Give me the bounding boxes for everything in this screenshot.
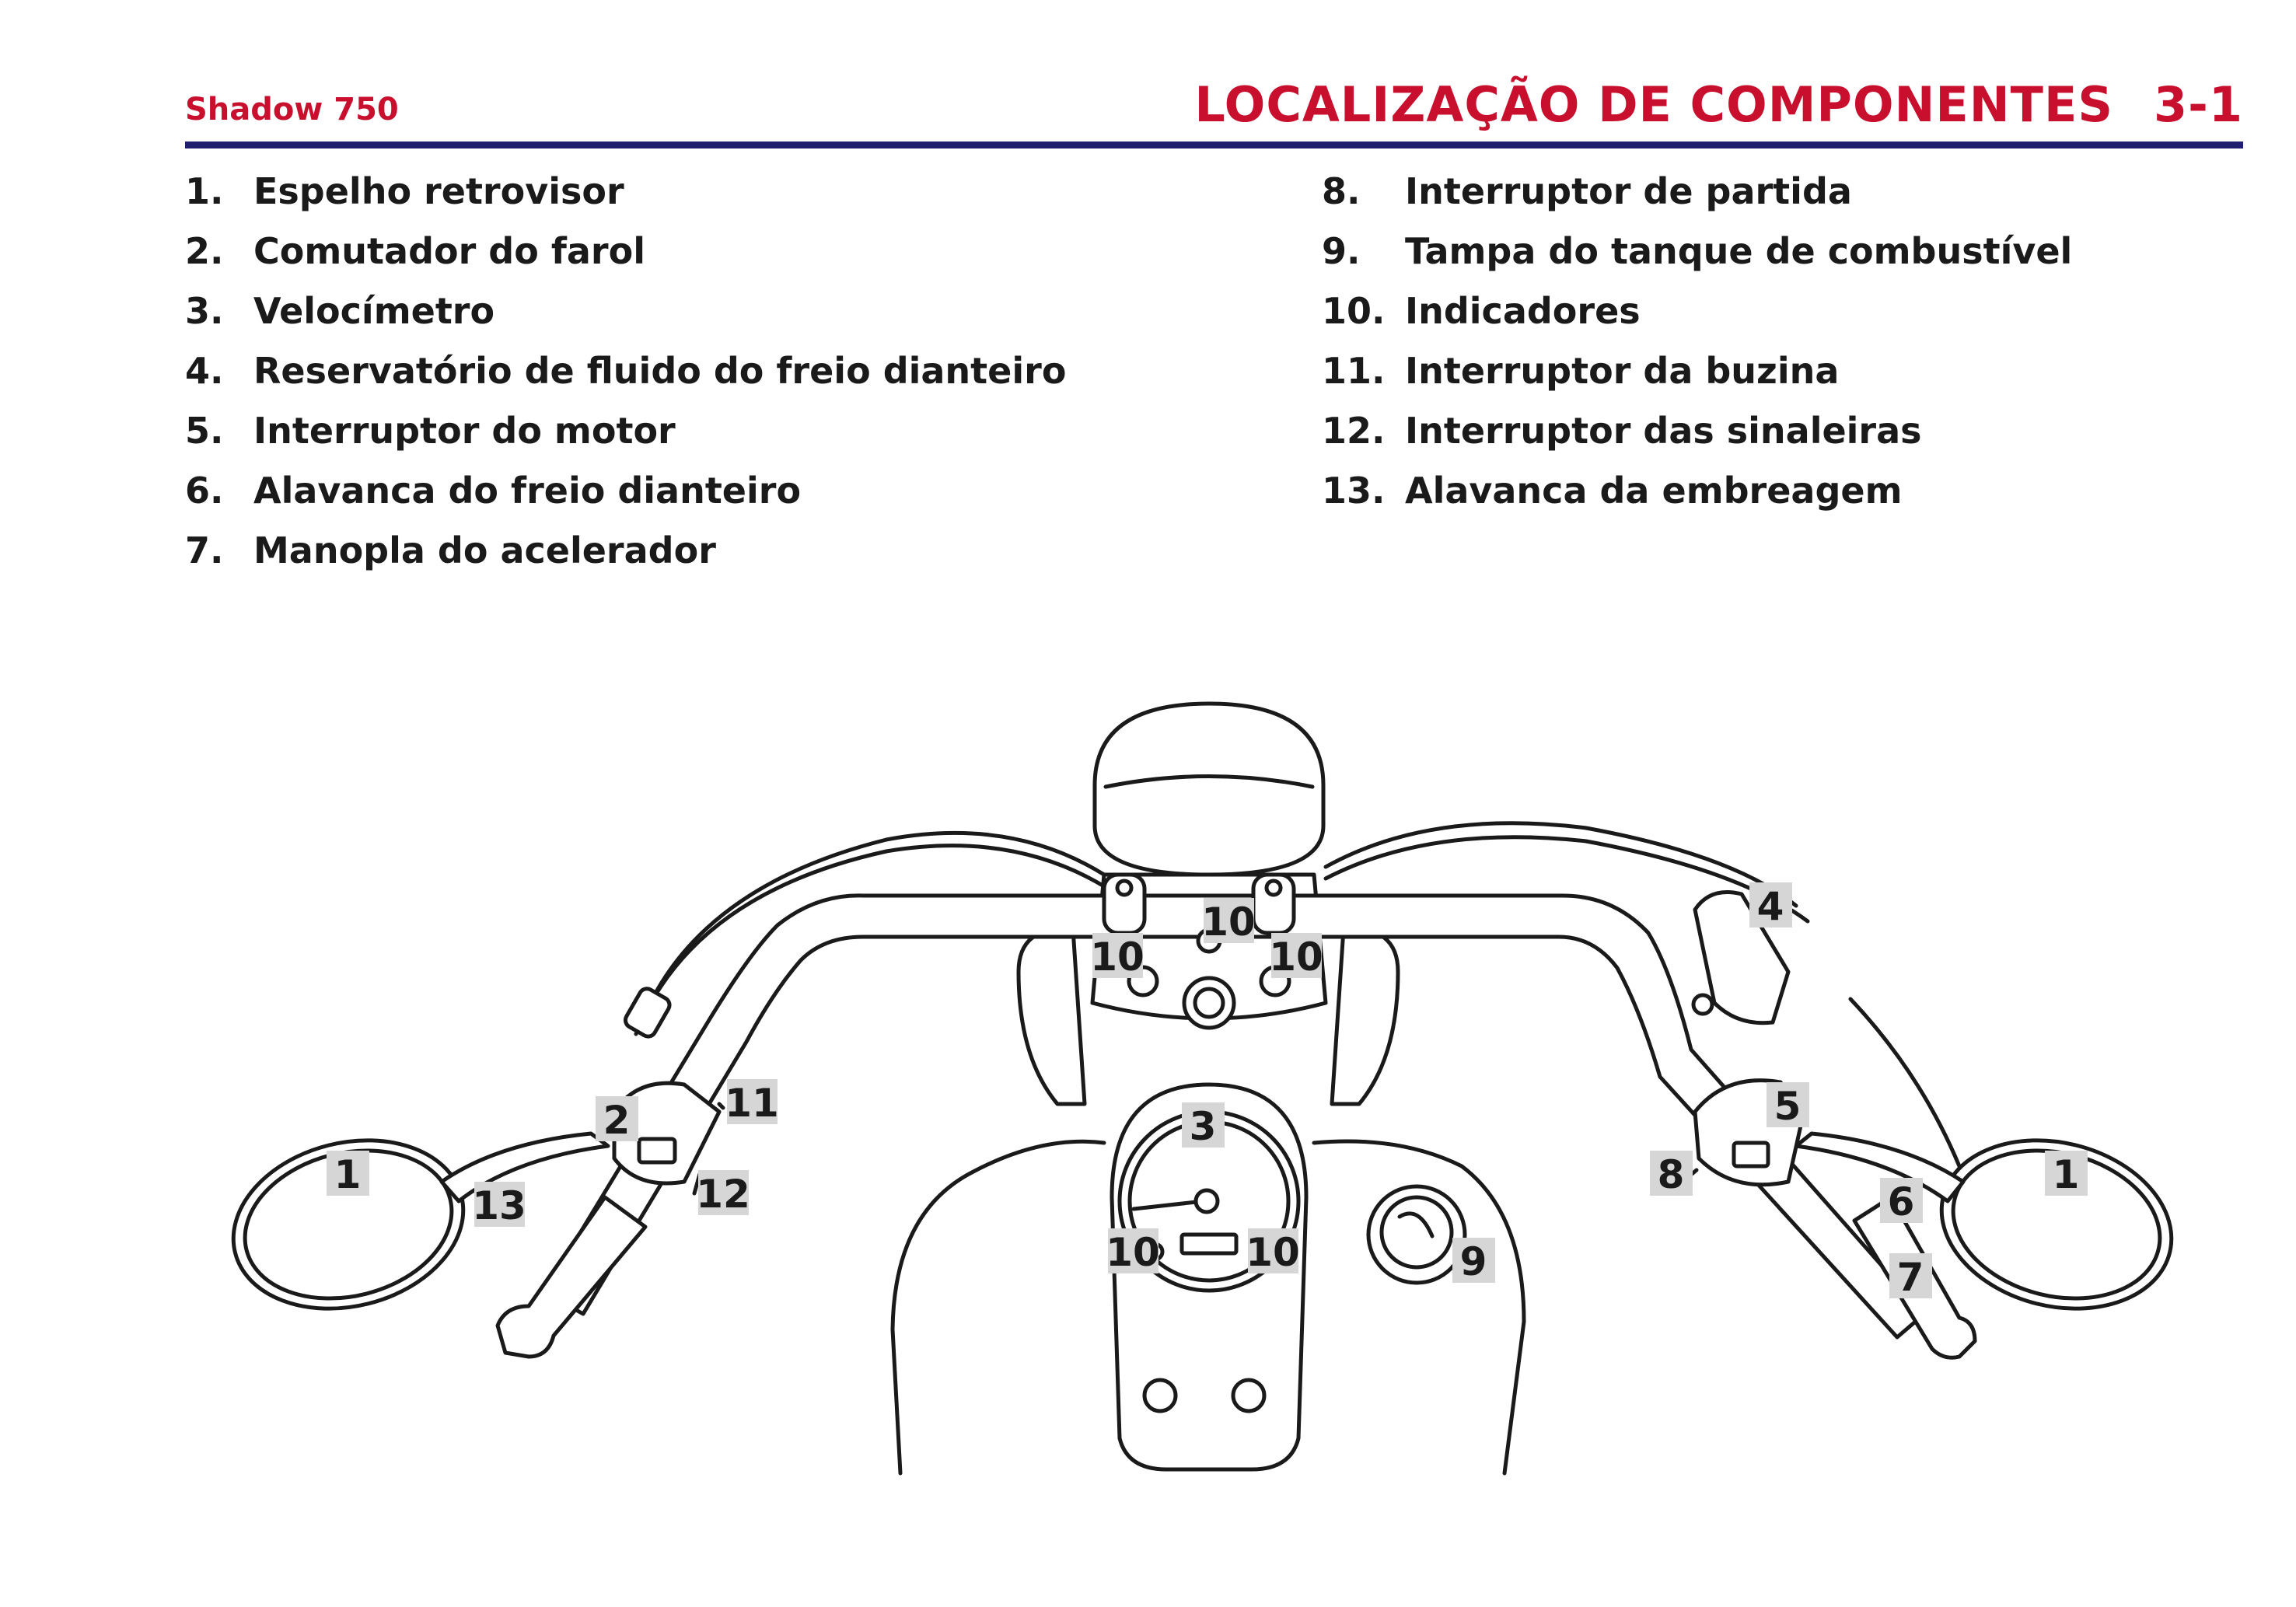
list-item: 3.Velocímetro bbox=[185, 281, 1066, 341]
header-rule bbox=[185, 141, 2243, 148]
headlight-icon bbox=[1095, 704, 1323, 875]
list-item: 8.Interruptor de partida bbox=[1322, 162, 2072, 222]
list-item: 10.Indicadores bbox=[1322, 281, 2072, 341]
svg-text:10: 10 bbox=[1246, 1230, 1300, 1275]
callout-indicator-top-center: 10 bbox=[1201, 898, 1256, 945]
list-item: 12.Interruptor das sinaleiras bbox=[1322, 401, 2072, 461]
callout-start-button: 8 bbox=[1650, 1151, 1693, 1197]
svg-text:4: 4 bbox=[1757, 884, 1784, 929]
svg-text:10: 10 bbox=[1106, 1230, 1160, 1275]
component-list-right: 8.Interruptor de partida 9.Tampa do tanq… bbox=[1322, 162, 2072, 521]
list-item: 11.Interruptor da buzina bbox=[1322, 341, 2072, 401]
callout-turn-signal-switch: 12 bbox=[696, 1170, 750, 1217]
item-number: 11. bbox=[1322, 341, 1405, 401]
item-label: Alavanca do freio dianteiro bbox=[253, 470, 801, 512]
item-number: 2. bbox=[185, 222, 253, 281]
callout-clutch-lever: 13 bbox=[472, 1182, 526, 1228]
item-label: Velocímetro bbox=[253, 290, 494, 332]
svg-text:8: 8 bbox=[1658, 1152, 1685, 1197]
callout-indicator-top-left: 10 bbox=[1090, 933, 1145, 980]
item-number: 12. bbox=[1322, 401, 1405, 461]
svg-text:2: 2 bbox=[603, 1098, 631, 1143]
svg-text:1: 1 bbox=[2053, 1152, 2080, 1197]
svg-text:10: 10 bbox=[1090, 935, 1145, 980]
callout-fuel-cap: 9 bbox=[1452, 1238, 1495, 1284]
handlebar-diagram: 1 13 2 11 12 10 10 10 3 10 10 9 4 5 8 6 … bbox=[0, 661, 2296, 1555]
svg-text:9: 9 bbox=[1460, 1239, 1487, 1284]
right-switch-housing-icon bbox=[1693, 893, 1804, 1185]
item-label: Interruptor de partida bbox=[1405, 170, 1852, 212]
svg-text:11: 11 bbox=[725, 1081, 779, 1126]
svg-text:12: 12 bbox=[696, 1172, 750, 1217]
item-label: Interruptor do motor bbox=[253, 410, 676, 452]
component-list-left: 1.Espelho retrovisor 2.Comutador do faro… bbox=[185, 162, 1066, 581]
item-label: Comutador do farol bbox=[253, 230, 645, 272]
callout-throttle-grip: 7 bbox=[1889, 1253, 1932, 1300]
callout-mirror-left: 1 bbox=[327, 1151, 369, 1197]
svg-text:5: 5 bbox=[1774, 1084, 1802, 1129]
callout-indicator-top-right: 10 bbox=[1269, 933, 1323, 980]
item-number: 5. bbox=[185, 401, 253, 461]
list-item: 6.Alavanca do freio dianteiro bbox=[185, 461, 1066, 521]
item-number: 9. bbox=[1322, 222, 1405, 281]
model-name: Shadow 750 bbox=[185, 92, 399, 128]
callout-indicator-gauge-left: 10 bbox=[1106, 1228, 1160, 1275]
list-item: 2.Comutador do farol bbox=[185, 222, 1066, 281]
item-number: 7. bbox=[185, 521, 253, 581]
item-label: Interruptor das sinaleiras bbox=[1405, 410, 1922, 452]
svg-text:10: 10 bbox=[1269, 935, 1323, 980]
callout-speedometer: 3 bbox=[1182, 1102, 1225, 1149]
callout-brake-reservoir: 4 bbox=[1749, 882, 1792, 929]
item-label: Tampa do tanque de combustível bbox=[1405, 230, 2072, 272]
list-item: 13.Alavanca da embreagem bbox=[1322, 461, 2072, 521]
callout-indicator-gauge-right: 10 bbox=[1246, 1228, 1300, 1275]
item-number: 1. bbox=[185, 162, 253, 222]
item-number: 13. bbox=[1322, 461, 1405, 521]
svg-text:10: 10 bbox=[1201, 900, 1256, 945]
section-title: LOCALIZAÇÃO DE COMPONENTES bbox=[1194, 76, 2113, 133]
callout-brake-lever: 6 bbox=[1880, 1178, 1923, 1224]
item-number: 8. bbox=[1322, 162, 1405, 222]
section-header: LOCALIZAÇÃO DE COMPONENTES 3-1 bbox=[1194, 76, 2243, 133]
callout-dimmer-switch: 2 bbox=[596, 1096, 638, 1143]
callout-engine-stop-switch: 5 bbox=[1767, 1082, 1809, 1129]
item-number: 4. bbox=[185, 341, 253, 401]
svg-text:7: 7 bbox=[1897, 1255, 1924, 1300]
list-item: 7.Manopla do acelerador bbox=[185, 521, 1066, 581]
item-label: Alavanca da embreagem bbox=[1405, 470, 1903, 512]
svg-text:3: 3 bbox=[1190, 1104, 1217, 1149]
page-number: 3-1 bbox=[2154, 76, 2243, 133]
item-number: 3. bbox=[185, 281, 253, 341]
list-item: 4.Reservatório de fluido do freio diante… bbox=[185, 341, 1066, 401]
svg-text:6: 6 bbox=[1888, 1179, 1915, 1224]
item-label: Interruptor da buzina bbox=[1405, 350, 1839, 392]
item-label: Reservatório de fluido do freio dianteir… bbox=[253, 350, 1066, 392]
list-item: 1.Espelho retrovisor bbox=[185, 162, 1066, 222]
svg-text:1: 1 bbox=[334, 1152, 362, 1197]
callout-mirror-right: 1 bbox=[2045, 1151, 2088, 1197]
item-label: Indicadores bbox=[1405, 290, 1641, 332]
list-item: 9.Tampa do tanque de combustível bbox=[1322, 222, 2072, 281]
fuel-cap-icon bbox=[1368, 1186, 1465, 1283]
item-label: Espelho retrovisor bbox=[253, 170, 624, 212]
list-item: 5.Interruptor do motor bbox=[185, 401, 1066, 461]
callout-horn-switch: 11 bbox=[725, 1079, 779, 1126]
item-number: 10. bbox=[1322, 281, 1405, 341]
item-label: Manopla do acelerador bbox=[253, 529, 716, 571]
item-number: 6. bbox=[185, 461, 253, 521]
svg-text:13: 13 bbox=[472, 1183, 526, 1228]
